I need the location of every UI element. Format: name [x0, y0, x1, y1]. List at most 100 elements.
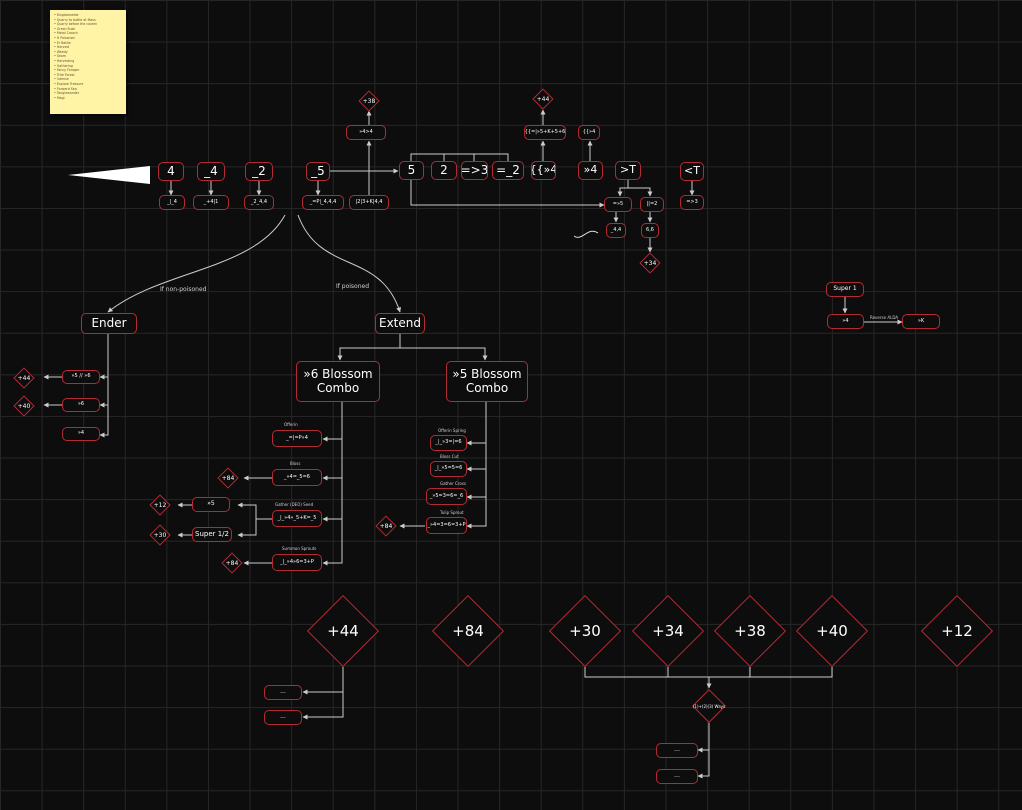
node-brace-4[interactable]: {{»4 — [531, 161, 556, 180]
diamond-84-combo6[interactable]: +84 — [214, 467, 242, 489]
note-line: • Quarry to battle at Mass — [54, 17, 96, 22]
node-lt[interactable]: <T — [680, 162, 704, 181]
node-eq-2[interactable]: =_2 — [492, 161, 524, 180]
upper-node-r4-gt4[interactable]: »4>4 — [346, 125, 386, 140]
diamond-38-top[interactable]: +38 — [356, 90, 382, 112]
note-line: • Harvest — [54, 45, 70, 50]
sub-node-under-2[interactable]: _2_4,4 — [244, 195, 274, 210]
diamond-34-big[interactable]: +34 — [629, 594, 707, 668]
diamond-84-combo5[interactable]: +84 — [372, 515, 400, 537]
ender-node[interactable]: Ender — [81, 313, 137, 334]
diamond-38-big[interactable]: +38 — [711, 594, 789, 668]
branch-label-poisoned: If poisoned — [336, 283, 370, 290]
node-under-2[interactable]: _2 — [245, 162, 273, 181]
combo-6-item[interactable]: _|_»4»_5+K=_5 — [272, 510, 322, 527]
diamond-44-ender[interactable]: +44 — [10, 367, 38, 389]
note-line: • Quarry before the cavern — [54, 22, 98, 27]
note-line: • Forward Sea — [54, 86, 77, 91]
node-2[interactable]: 2 — [431, 161, 457, 180]
note-line: • Er Battle — [54, 40, 71, 45]
combo-6-caption: Offerin — [284, 422, 298, 427]
diamond-40-ender[interactable]: +40 — [10, 395, 38, 417]
bottom-left-node[interactable]: ... — [264, 710, 302, 725]
combo-5-node[interactable]: »5 Blossom Combo — [446, 361, 528, 402]
combo-5-caption: Offerin Spring — [438, 428, 466, 433]
sub-node-66[interactable]: 6,6 — [641, 223, 659, 238]
extend-node[interactable]: Extend — [375, 313, 425, 334]
diamond-84-big[interactable]: +84 — [429, 594, 507, 668]
note-line: • Explore Treasure — [54, 81, 84, 86]
upper-node-r4[interactable]: {{»4 — [578, 125, 600, 140]
diamond-40-big[interactable]: +40 — [793, 594, 871, 668]
sub-node-under-5b[interactable]: |2|3+K|4,4 — [349, 195, 389, 210]
note-line: • Green Rush — [54, 26, 76, 31]
node-under-4[interactable]: _4 — [197, 162, 225, 181]
note-line: • Magi — [54, 95, 65, 100]
branch-label-non-poisoned: If non-poisoned — [160, 286, 207, 293]
note-line: • Kingdomwide — [54, 13, 79, 17]
upper-node-chain[interactable]: {{=|»5+K+5+6 — [524, 125, 566, 140]
diamond-44-top[interactable]: +44 — [530, 88, 556, 110]
note-line: • Trite Forest — [54, 72, 75, 77]
combo-5-caption: Bloss Cut — [440, 454, 459, 459]
super-1-node[interactable]: Super 1 — [826, 282, 864, 297]
node-gt[interactable]: >T — [615, 161, 641, 180]
start-arrow-icon — [68, 166, 150, 184]
super-left-node[interactable]: »4 — [827, 314, 864, 329]
note-line: • Intense — [54, 77, 69, 82]
merge-node[interactable]: ... — [656, 769, 698, 784]
sub-node-under-5a[interactable]: _=P|_4,4,4 — [302, 195, 344, 210]
note-line: • Fancy Forager — [54, 68, 80, 73]
diamond-44-big[interactable]: +44 — [304, 594, 382, 668]
note-line: • Weedy — [54, 49, 68, 54]
node-4[interactable]: 4 — [158, 162, 184, 181]
sub-node-lt-3[interactable]: =>3 — [680, 195, 704, 210]
combo-6-item[interactable]: _|_»4»6=3+P — [272, 554, 322, 571]
combo-6-item[interactable]: _»4=_5=6 — [272, 469, 322, 486]
merge-diamond[interactable]: (1)+(2)(3) Ways — [684, 688, 734, 724]
combo-6-super[interactable]: Super 1/2 — [192, 527, 232, 542]
ender-item[interactable]: »5 // »6 — [62, 370, 100, 384]
combo-6-caption: Summon Sprouts — [282, 546, 317, 551]
node-under-5[interactable]: _5 — [306, 162, 330, 181]
sub-node-under-4[interactable]: _+4|1 — [193, 195, 229, 210]
combo-5-item[interactable]: _|_»3=|=6 — [430, 435, 467, 451]
sub-node-eq-5[interactable]: =»5 — [604, 197, 632, 212]
ender-item[interactable]: »4 — [62, 427, 100, 441]
combo-6-caption: Bloss — [290, 461, 301, 466]
combo-6-caption: Gather (DEO) Seed — [275, 502, 314, 507]
note-line: • Seam — [54, 54, 66, 59]
sub-node-bar-2[interactable]: ||=2 — [640, 197, 664, 212]
sub-node-4[interactable]: _|_4 — [159, 195, 185, 210]
merge-node[interactable]: ... — [656, 743, 698, 758]
super-right-node[interactable]: »K — [902, 314, 940, 329]
combo-6-r5[interactable]: »5 — [192, 497, 230, 512]
combo-5-caption: Gather Cross — [440, 481, 466, 486]
diamond-12-combo6[interactable]: +12 — [146, 494, 174, 516]
combo-5-caption: Tulip Sprout — [440, 510, 464, 515]
bottom-left-node[interactable]: ... — [264, 685, 302, 700]
note-line: • Gathering — [54, 63, 73, 68]
sub-node-44[interactable]: _4,4 — [606, 223, 626, 238]
ender-item[interactable]: »6 — [62, 398, 100, 412]
diamond-34-top[interactable]: +34 — [637, 252, 663, 274]
node-eq-3[interactable]: =>3 — [461, 161, 488, 180]
diamond-30-big[interactable]: +30 — [546, 594, 624, 668]
super-caption: Reverse ALDA — [870, 315, 899, 320]
combo-6-node[interactable]: »6 Blossom Combo — [296, 361, 380, 402]
combo-5-item[interactable]: _»4=3=6=3+P — [426, 517, 467, 534]
diamond-84b-combo6[interactable]: +84 — [218, 552, 246, 574]
combo-5-item[interactable]: _»5=3=6=_6 — [426, 488, 467, 505]
combo-5-item[interactable]: _|_»5=5=6 — [430, 461, 467, 477]
node-r4[interactable]: »4 — [578, 161, 603, 180]
node-5[interactable]: 5 — [399, 161, 424, 180]
note-line: • H Poisoned — [54, 35, 75, 40]
note-line: • Metal Croach — [54, 31, 78, 36]
diamond-30-combo6[interactable]: +30 — [146, 524, 174, 546]
note-line: • Tanglewander — [54, 91, 80, 96]
diamond-12-big[interactable]: +12 — [918, 594, 996, 668]
combo-6-item[interactable]: _=|=P»4 — [272, 430, 322, 447]
sticky-note: • Kingdomwide • Quarry to battle at Mass… — [50, 10, 126, 114]
note-line: • Harvesting — [54, 58, 75, 63]
